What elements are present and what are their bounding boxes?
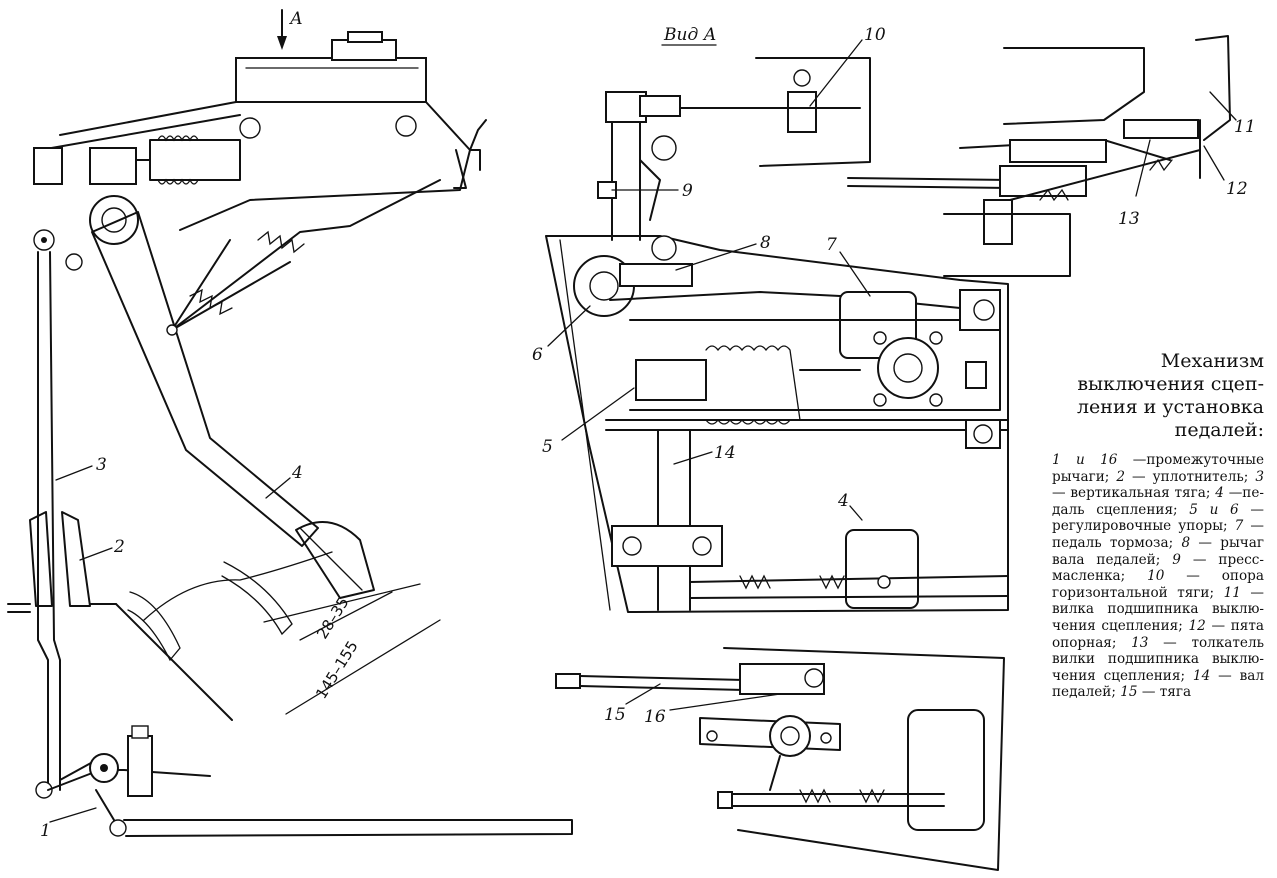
legend-ref: 11 xyxy=(1223,584,1241,601)
callout-5: 5 xyxy=(542,437,553,457)
caption-title-line: выключения сцеп- xyxy=(1077,373,1264,395)
legend-text: — уп­лотнитель; xyxy=(1132,468,1249,485)
legend-text: — рычаг вала педалей; xyxy=(1052,534,1264,568)
caption-legend: 1 и 16 —промежуточ­ные рычаги; 2 — уп­ло… xyxy=(1052,452,1264,701)
legend-text: —промежуточ­ные рычаги; xyxy=(1052,452,1264,485)
callout-10: 10 xyxy=(864,25,886,45)
legend-ref: 4 xyxy=(1215,485,1224,502)
legend-ref: 5 и 6 xyxy=(1189,501,1239,518)
legend-text: — верти­кальная тяга; xyxy=(1052,485,1211,502)
legend-ref: 12 xyxy=(1188,617,1206,634)
callout-16: 16 xyxy=(644,707,666,727)
legend-ref: 3 xyxy=(1255,468,1264,485)
callout-4: 4 xyxy=(291,463,303,483)
callout-7: 7 xyxy=(826,235,837,255)
horizontal-bellows xyxy=(605,345,1009,449)
brake-pedal-plate xyxy=(629,289,1001,411)
caption-title-line: Механизм xyxy=(1160,350,1264,372)
legend-ref: 7 xyxy=(1234,518,1244,535)
legend-text: — толкатель вилки подшипника выклю­чения… xyxy=(1052,634,1264,684)
legend-text: — регулировочные упоры; xyxy=(1052,501,1264,535)
callout-1: 1 xyxy=(40,821,51,841)
legend-ref: 10 xyxy=(1147,568,1165,585)
clutch-pedal-arm xyxy=(91,211,375,621)
intermediate-lever-detail xyxy=(555,647,1005,871)
master-cylinder xyxy=(235,31,427,139)
callout-11: 11 xyxy=(1234,117,1256,137)
callout-3: 3 xyxy=(96,455,107,475)
view-arrow-label: А xyxy=(289,9,303,29)
view-a: Вид А xyxy=(545,25,1009,613)
legend-text: — вал педалей; xyxy=(1052,667,1264,701)
return-springs xyxy=(166,179,441,336)
callout-9: 9 xyxy=(682,181,693,201)
callout-6: 6 xyxy=(532,345,543,365)
dimension-pedal-play: 28–35 xyxy=(313,594,352,642)
view-a-label: Вид А xyxy=(663,25,717,45)
pedal-shaft xyxy=(611,429,723,611)
legend-text: — педаль тормоза; xyxy=(1052,518,1264,551)
callout-14: 14 xyxy=(714,443,736,463)
legend-text: — опора горизонталь­ной тяги; xyxy=(1052,568,1264,601)
legend-ref: 1 и 16 xyxy=(1052,452,1118,468)
rod-support xyxy=(679,57,871,167)
legend-ref: 2 xyxy=(1116,468,1126,485)
dimension-pedal-travel: 145–155 xyxy=(312,638,362,702)
caption-title: Механизм выключения сцеп- ления и устано… xyxy=(1052,350,1264,442)
legend-text: —пе­даль сцепления; xyxy=(1052,485,1264,518)
caption-title-line: ления и установка xyxy=(1076,396,1264,418)
callout-4b: 4 xyxy=(837,491,849,511)
legend-ref: 14 xyxy=(1192,667,1211,684)
legend-ref: 8 xyxy=(1181,534,1191,551)
view-arrow-a: А xyxy=(277,9,303,50)
legend-text: —вилка подшипника выклю­чения сцепления; xyxy=(1052,584,1264,634)
callout-13: 13 xyxy=(1118,209,1140,229)
legend-ref: 15 xyxy=(1120,684,1138,701)
release-fork-detail xyxy=(847,35,1231,277)
callout-8: 8 xyxy=(760,233,771,253)
pedal-side-view: А xyxy=(7,9,573,837)
legend-text: — пресс-масленка; xyxy=(1052,551,1265,585)
legend-text: — пята опорная; xyxy=(1052,617,1264,651)
caption-title-line: педалей: xyxy=(1174,419,1264,441)
part-callouts: 1 2 3 4 4 5 6 7 8 9 10 11 12 13 14 15 16 xyxy=(40,25,1256,841)
intermediate-lever xyxy=(47,725,573,837)
figure-caption: Механизм выключения сцеп- ления и устано… xyxy=(1052,350,1264,701)
legend-text: — тяга xyxy=(1141,684,1192,701)
floor-seal xyxy=(7,511,233,721)
legend-ref: 9 xyxy=(1172,551,1181,568)
callout-12: 12 xyxy=(1226,179,1248,199)
callout-15: 15 xyxy=(604,705,626,725)
vertical-rod xyxy=(35,251,61,799)
callout-2: 2 xyxy=(113,537,125,557)
legend-ref: 13 xyxy=(1131,634,1149,651)
